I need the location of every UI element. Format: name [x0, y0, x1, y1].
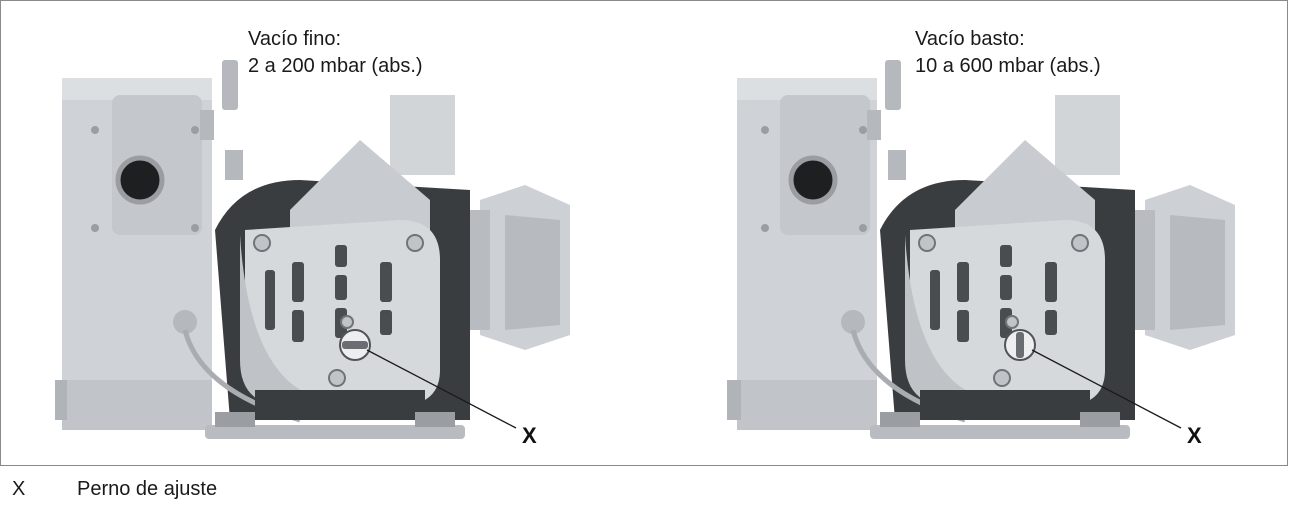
legend: X Perno de ajuste — [0, 466, 1290, 510]
callout-label-x: X — [522, 423, 537, 448]
legend-description: Perno de ajuste — [77, 478, 218, 500]
legend-key: X — [12, 478, 26, 500]
coarse-vacuum-caption: Vacío basto: 10 a 600 mbar (abs.) — [915, 26, 1101, 80]
callout-leader-line — [1031, 349, 1182, 429]
pump-drawing — [727, 60, 1235, 439]
pump-drawing — [55, 60, 570, 439]
panel-fine-vacuum: Vacío fino: 2 a 200 mbar (abs.) X — [0, 0, 645, 466]
caption-range: 10 a 600 mbar (abs.) — [915, 55, 1101, 77]
callout-leader-line — [366, 349, 517, 429]
pump-illustration — [727, 60, 1235, 439]
caption-title: Vacío fino: — [248, 28, 342, 50]
figure-frame — [0, 0, 1288, 466]
caption-title: Vacío basto: — [915, 28, 1025, 50]
pump-illustration — [55, 60, 570, 439]
panel-coarse-vacuum: Vacío basto: 10 a 600 mbar (abs.) X — [645, 0, 1288, 466]
fine-vacuum-caption: Vacío fino: 2 a 200 mbar (abs.) — [248, 26, 423, 80]
callout-label-x: X — [1187, 423, 1202, 448]
caption-range: 2 a 200 mbar (abs.) — [248, 55, 423, 77]
